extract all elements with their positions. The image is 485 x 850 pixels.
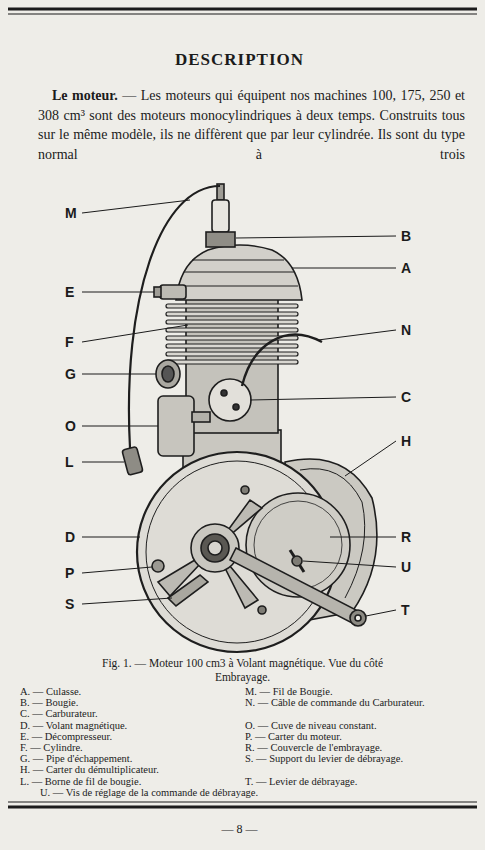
leader-line xyxy=(236,236,396,238)
leader-line xyxy=(82,598,172,604)
hub xyxy=(191,524,239,572)
leader-line xyxy=(303,561,396,567)
parts-list-entry: S. — Support du levier de débrayage. xyxy=(245,753,482,764)
cylinder-head xyxy=(176,245,302,300)
adjusting-screw-head xyxy=(292,556,302,566)
bolt xyxy=(258,606,266,614)
parts-list-entry: U. — Vis de réglage de la commande de dé… xyxy=(40,787,482,798)
cylinder-fin xyxy=(166,344,298,348)
leader-line xyxy=(82,537,140,538)
decompressor-cap xyxy=(154,287,161,297)
parts-list-entry: B. — Bougie. xyxy=(20,697,274,708)
callout-letter: U xyxy=(400,559,412,575)
adjusting-screw xyxy=(290,550,304,572)
callout-letter: L xyxy=(64,454,75,470)
cylinder-fin xyxy=(166,320,298,324)
engine-body xyxy=(122,184,377,652)
hub-nut xyxy=(208,541,222,555)
bolt xyxy=(241,486,249,494)
figure-caption: Fig. 1. — Moteur 100 cm3 à Volant magnét… xyxy=(100,657,385,684)
parts-list-entry: E. — Décompresseur. xyxy=(20,731,274,742)
parts-list-entry: D. — Volant magnétique. xyxy=(20,720,274,731)
parts-list-entry: A. — Culasse. xyxy=(20,686,274,697)
hub-centre xyxy=(201,534,229,562)
exhaust-pipe xyxy=(156,360,180,388)
callout-letter: D xyxy=(64,529,76,545)
parts-list-entry: C. — Carburateur. xyxy=(20,708,274,719)
leader-line xyxy=(82,325,188,342)
parts-list-entry: H. — Carter du démultiplicateur. xyxy=(20,764,274,775)
callout-letter: O xyxy=(64,418,77,434)
plug-wire xyxy=(129,186,220,448)
callout-letter: F xyxy=(64,334,75,350)
cylinder-fin xyxy=(166,312,298,316)
callout-letter: S xyxy=(64,596,75,612)
lever-fork-hole xyxy=(355,615,361,621)
callout-letter: A xyxy=(400,260,412,276)
leader-line xyxy=(82,462,124,463)
leader-line xyxy=(82,426,158,427)
callout-letter: P xyxy=(64,565,75,581)
page-number: — 8 — xyxy=(0,822,482,837)
decompressor xyxy=(160,285,186,299)
leader-line xyxy=(82,374,156,375)
clutch-lever xyxy=(230,548,360,624)
callout-letter: G xyxy=(64,366,77,382)
leader-lines xyxy=(82,200,396,616)
leader-line xyxy=(82,200,190,213)
callout-letter: N xyxy=(400,322,412,338)
plug-insulator xyxy=(212,200,229,232)
callout-letter: M xyxy=(64,205,78,221)
cylinder xyxy=(186,298,278,433)
callout-letter: C xyxy=(400,389,412,405)
parts-list-entry: R. — Couvercle de l'embrayage. xyxy=(245,742,482,753)
leader-line xyxy=(345,441,396,476)
parts-list-entry: G. — Pipe d'échappement. xyxy=(20,753,274,764)
paragraph-lead: Le moteur. xyxy=(52,88,118,103)
cylinder-fin xyxy=(166,328,298,332)
leader-line xyxy=(366,610,396,616)
carb-hole xyxy=(233,404,239,410)
carb-cable xyxy=(242,335,322,386)
page-heading: DESCRIPTION xyxy=(0,50,482,70)
exhaust-bore xyxy=(162,366,174,382)
parts-list-entry: M. — Fil de Bougie. xyxy=(245,686,482,697)
lever-fork xyxy=(350,610,366,626)
parts-list-entry: N. — Câble de commande du Carburateur. xyxy=(245,697,482,708)
callout-letter: R xyxy=(400,529,412,545)
callout-letter: E xyxy=(64,284,75,300)
float-chamber-link xyxy=(192,412,210,422)
plug-hex xyxy=(206,232,235,247)
leader-line xyxy=(330,537,396,538)
parts-list-entry: F. — Cylindre. xyxy=(20,742,274,753)
cylinder-fin xyxy=(166,360,298,364)
leader-line xyxy=(82,567,152,573)
page-rules xyxy=(8,9,477,807)
carburettor xyxy=(209,379,251,421)
cylinder-fins xyxy=(166,304,298,364)
callout-letter: B xyxy=(400,228,412,244)
lever-support xyxy=(168,575,208,606)
cylinder-fin xyxy=(166,304,298,308)
callout-letter: H xyxy=(400,433,412,449)
parts-list-entry: T. — Levier de débrayage. xyxy=(245,776,482,787)
float-chamber xyxy=(158,396,194,456)
parts-list-entry: O. — Cuve de niveau constant. xyxy=(245,720,482,731)
leader-line xyxy=(318,330,396,340)
leader-line xyxy=(292,268,396,269)
crankcase-bolt xyxy=(152,560,164,572)
parts-list-entry: L. — Borne de fil de bougie. xyxy=(20,776,274,787)
cylinder-fin xyxy=(166,352,298,356)
callout-letter: T xyxy=(400,602,411,618)
plug-wire-terminal xyxy=(122,446,143,475)
leader-line xyxy=(250,397,396,400)
carb-hole xyxy=(221,390,227,396)
parts-list-entry: P. — Carter du moteur. xyxy=(245,731,482,742)
leader-line xyxy=(82,292,154,293)
intro-paragraph: Le moteur. — Les moteurs qui équipent no… xyxy=(38,86,465,164)
head-fins xyxy=(180,260,298,286)
